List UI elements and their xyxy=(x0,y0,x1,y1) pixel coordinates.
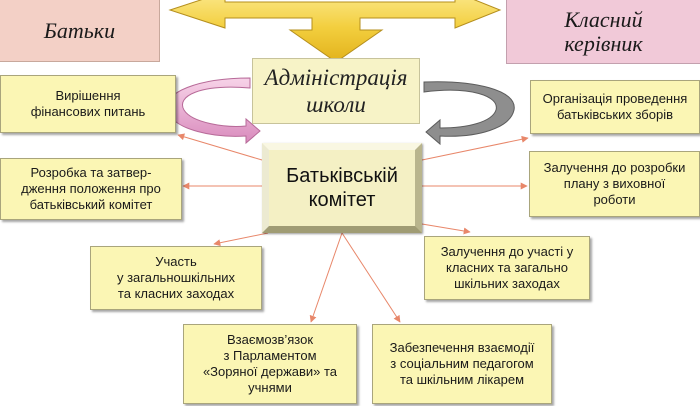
parents-label: Батьки xyxy=(43,17,116,43)
class-teacher-label: Класний керівник xyxy=(564,6,643,56)
task-regulation-label: Розробка та затвер- дження положення про… xyxy=(21,165,161,212)
task-regulation: Розробка та затвер- дження положення про… xyxy=(0,158,182,220)
connector-finance xyxy=(177,133,263,161)
task-parliament-label: Взаємозв’язок з Парламентом «Зоряної дер… xyxy=(202,332,338,395)
task-cooperation: Забезпечення взаємодії з соціальним педа… xyxy=(372,324,552,404)
task-meetings: Організація проведення батьківських збор… xyxy=(530,80,700,134)
connector-meetings xyxy=(421,135,529,161)
parents-teacher-double-arrow xyxy=(168,0,502,63)
task-school-events: Участь у загальношкільних та класних зах… xyxy=(90,246,262,310)
task-finance-label: Вирішення фінансових питань xyxy=(30,88,146,119)
connector-school-events xyxy=(213,232,269,247)
connector-cooperation xyxy=(341,232,401,323)
school-administration-label: Адміністрація школи xyxy=(264,65,408,117)
task-parliament: Взаємозв’язок з Парламентом «Зоряної дер… xyxy=(183,324,357,404)
task-meetings-label: Організація проведення батьківських збор… xyxy=(542,91,688,122)
school-administration-box: Адміністрація школи xyxy=(252,58,420,124)
admin-right-curved-arrow xyxy=(423,81,515,146)
task-cooperation-label: Забезпечення взаємодії з соціальним педа… xyxy=(389,340,535,387)
admin-left-curved-arrow xyxy=(166,77,261,145)
task-class-events: Залучення до участі у класних та загальн… xyxy=(424,236,590,300)
task-school-events-label: Участь у загальношкільних та класних зах… xyxy=(116,254,236,301)
connector-parliament xyxy=(309,232,343,323)
parents-committee-box: Батьківській комітет xyxy=(262,143,422,233)
class-teacher-box: Класний керівник xyxy=(506,0,700,64)
parents-box: Батьки xyxy=(0,0,160,62)
connectors xyxy=(177,133,529,323)
task-class-events-label: Залучення до участі у класних та загальн… xyxy=(440,244,574,291)
task-plan-label: Залучення до розробки плану з виховної р… xyxy=(543,160,686,207)
task-plan: Залучення до розробки плану з виховної р… xyxy=(529,151,700,217)
task-finance: Вирішення фінансових питань xyxy=(0,75,176,133)
parents-committee-label: Батьківській комітет xyxy=(286,165,398,211)
connector-class-events xyxy=(421,223,471,235)
